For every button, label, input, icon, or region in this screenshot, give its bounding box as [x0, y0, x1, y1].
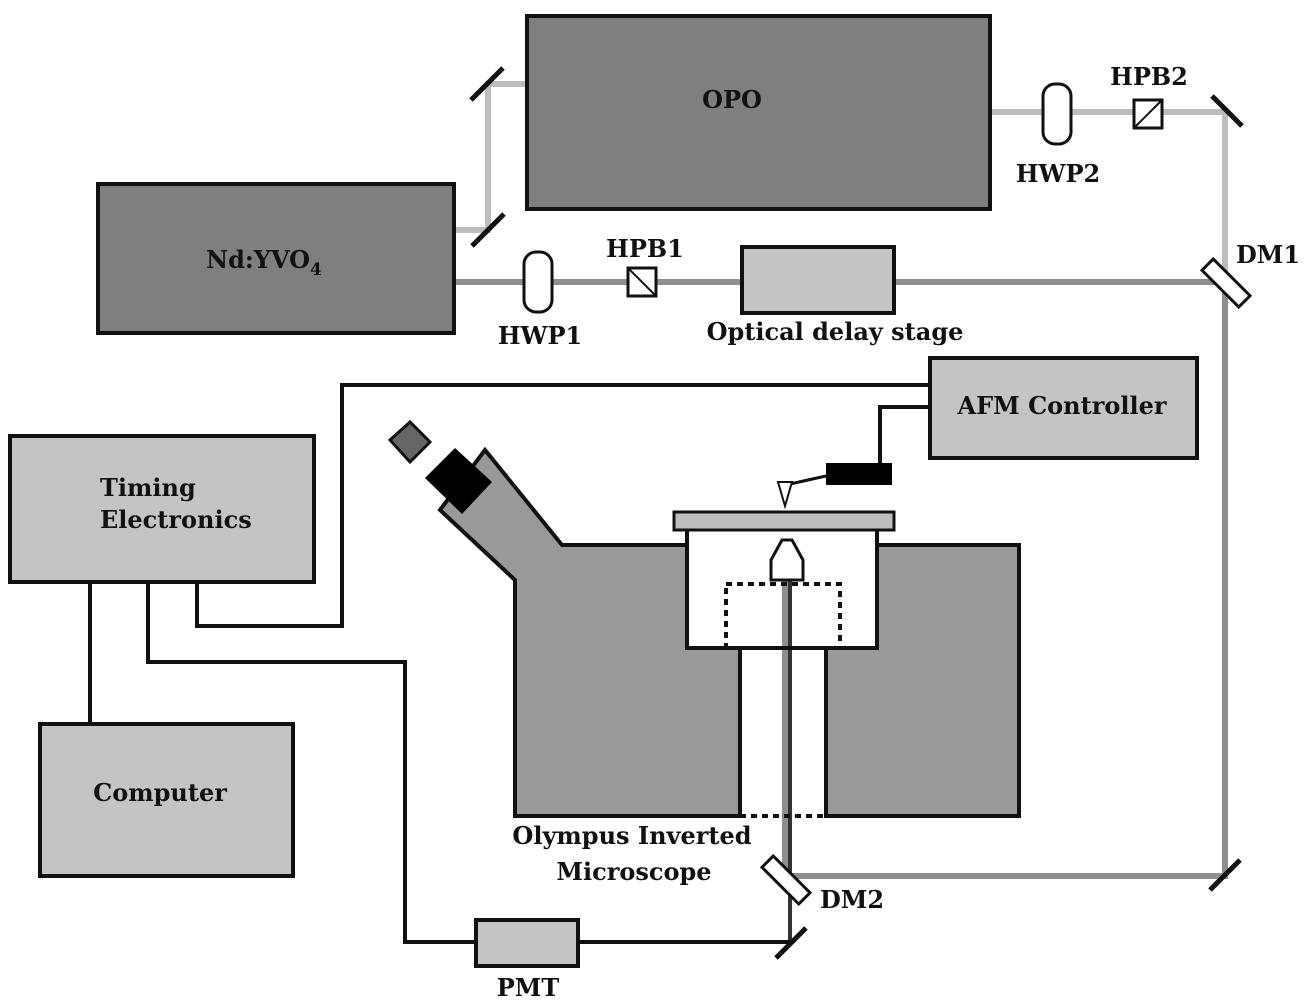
afm-controller-label: AFM Controller	[956, 391, 1166, 420]
eyepiece-tube	[425, 448, 492, 514]
timing-to-pmt-cable	[146, 582, 476, 944]
microscope-group: Olympus Inverted Microscope	[387, 419, 1021, 886]
microscope-right-body	[824, 543, 1021, 818]
pmt-label: PMT	[497, 973, 560, 1002]
opo-group: OPO	[525, 14, 992, 211]
laser-label-main: Nd:YVO	[206, 245, 310, 274]
hpb1-label: HPB1	[606, 234, 684, 263]
opo-label: OPO	[702, 85, 762, 114]
opo-output-beam	[990, 109, 1228, 282]
combined-beam	[782, 282, 1228, 879]
sample-stage-plate	[672, 510, 896, 532]
timing-electronics-box	[8, 434, 316, 584]
objective-lens	[769, 538, 805, 582]
timing-to-afm-cable	[195, 383, 930, 628]
dm1-dichroic	[1199, 256, 1253, 310]
dm2-dichroic	[759, 853, 813, 907]
computer-group: Computer	[38, 722, 295, 878]
hpb2-label: HPB2	[1110, 62, 1188, 91]
delay-stage-label: Optical delay stage	[707, 317, 964, 346]
microscope-label-line2: Microscope	[556, 857, 711, 886]
computer-label: Computer	[93, 778, 227, 807]
hwp1-plate	[522, 250, 554, 314]
pmt-box	[474, 918, 580, 968]
timing-label-line1: Timing	[100, 473, 196, 502]
timing-electronics-group: Timing Electronics	[8, 434, 316, 584]
pmt-steering-mirror	[774, 926, 808, 960]
eyepiece-arm	[437, 446, 742, 818]
dm1-label: DM1	[1236, 240, 1300, 269]
laser-group: Nd:YVO4	[96, 182, 456, 335]
afm-controller-group: AFM Controller	[928, 356, 1199, 460]
periscope-mirror-bottom	[470, 212, 506, 248]
periscope-mirror-top	[469, 66, 505, 102]
computer-box	[38, 722, 295, 878]
afm-tip	[776, 481, 794, 510]
delay-stage-box	[740, 245, 896, 315]
hwp2-plate	[1041, 82, 1073, 146]
laser-label-subscript: 4	[310, 260, 322, 280]
opo-box	[525, 14, 992, 211]
microscope-label-line1: Olympus Inverted	[512, 821, 751, 850]
laser-to-opo-beam	[455, 81, 527, 233]
hwp2-label: HWP2	[1016, 159, 1100, 188]
hwp1-label: HWP1	[498, 321, 582, 350]
top-right-mirror	[1210, 94, 1244, 128]
afm-head	[826, 463, 892, 485]
laser-box	[96, 182, 456, 335]
bottom-right-mirror	[1208, 858, 1242, 892]
laser-label: Nd:YVO4	[206, 245, 322, 280]
afm-controller-box	[928, 356, 1199, 460]
hpb2-cube-diagonal	[1133, 99, 1163, 129]
camera-head	[387, 419, 433, 465]
dm2-label: DM2	[820, 885, 884, 914]
afm-to-cantilever-cable	[878, 405, 930, 468]
cables	[88, 383, 930, 944]
hpb1-cube-diagonal	[627, 267, 657, 297]
timing-label-line2: Electronics	[100, 505, 252, 534]
internal-dashed-outline	[724, 582, 842, 818]
